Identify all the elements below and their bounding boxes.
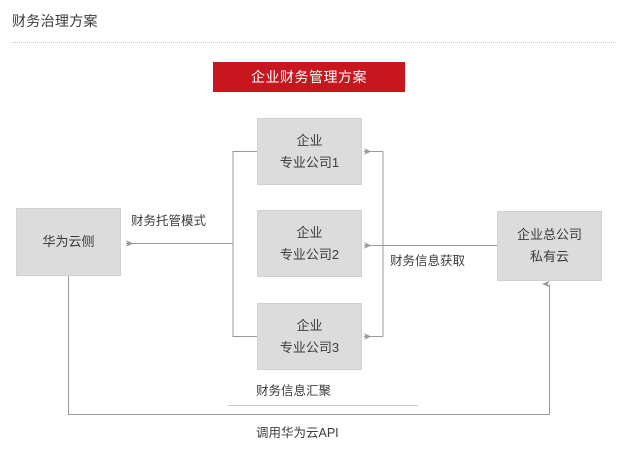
- node-subsidiary-1-line2: 专业公司1: [279, 154, 340, 170]
- node-subsidiary-1-line1: 企业: [296, 132, 323, 148]
- wire-hq-to-subsidiaries: [364, 148, 497, 340]
- diagram-banner-title: 企业财务管理方案: [213, 62, 405, 92]
- node-subsidiary-2[interactable]: 企业 专业公司2: [257, 210, 362, 277]
- edge-label-fetch-info: 财务信息获取: [390, 254, 466, 268]
- page-title: 财务治理方案: [12, 13, 98, 29]
- node-huawei-cloud[interactable]: 华为云侧: [16, 208, 121, 276]
- node-subsidiary-3-line2: 专业公司3: [279, 339, 340, 355]
- edge-label-call-api: 调用华为云API: [256, 426, 339, 440]
- edge-label-trusteeship: 财务托管模式: [131, 214, 207, 228]
- wire-subsidiaries-to-huawei: [126, 151, 257, 337]
- edge-label-gather-info: 财务信息汇聚: [256, 384, 332, 398]
- node-subsidiary-2-line2: 专业公司2: [279, 246, 340, 262]
- node-headquarters-private-cloud[interactable]: 企业总公司 私有云: [497, 211, 602, 281]
- node-subsidiary-1[interactable]: 企业 专业公司1: [257, 118, 362, 185]
- node-subsidiary-3[interactable]: 企业 专业公司3: [257, 303, 362, 370]
- title-divider: [12, 42, 616, 43]
- node-subsidiary-2-line1: 企业: [296, 224, 323, 240]
- node-subsidiary-3-line1: 企业: [296, 317, 323, 333]
- node-huawei-cloud-label: 华为云侧: [42, 234, 95, 249]
- node-headquarters-line2: 私有云: [529, 249, 569, 264]
- node-headquarters-line1: 企业总公司: [516, 227, 582, 242]
